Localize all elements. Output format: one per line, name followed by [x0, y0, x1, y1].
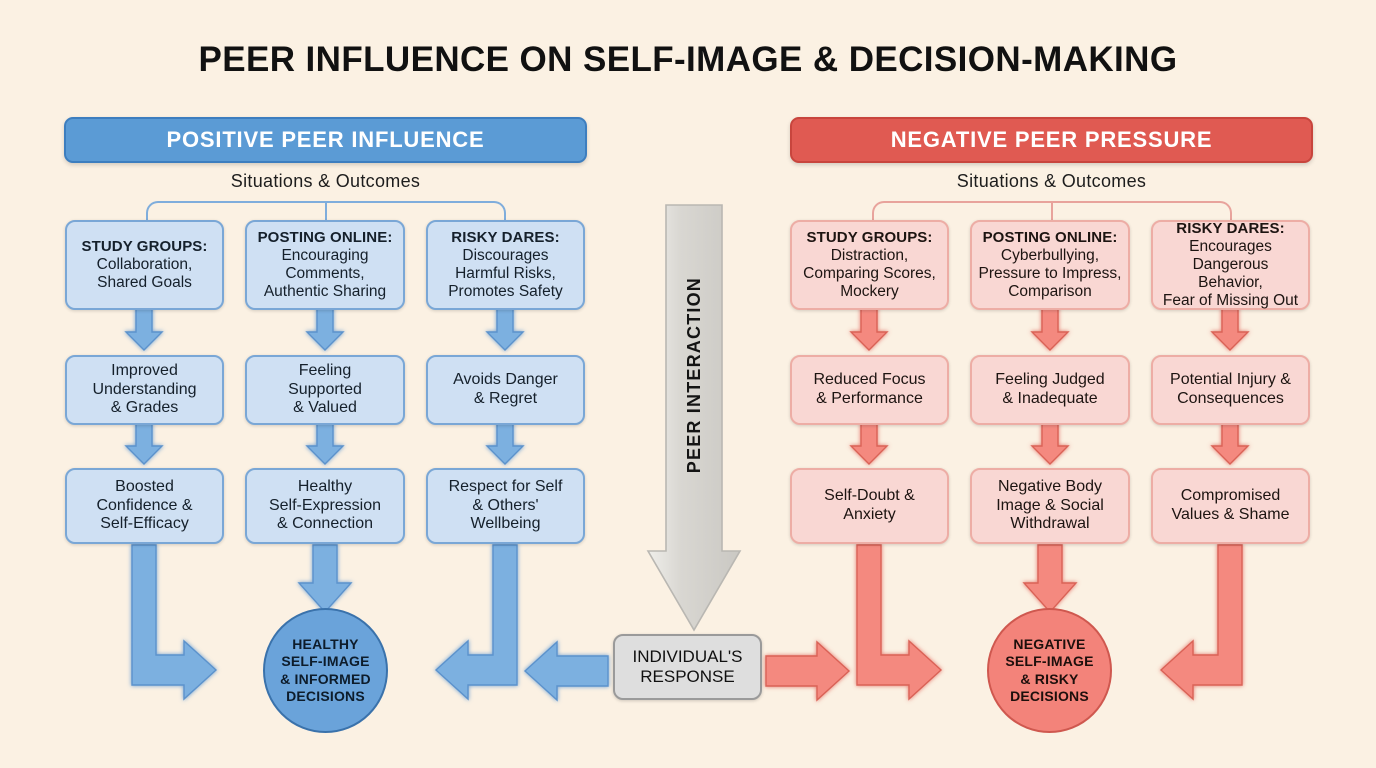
box-body: Reduced Focus & Performance [813, 371, 926, 407]
peer-interaction-arrow [646, 204, 742, 632]
box-heading: STUDY GROUPS: [81, 238, 208, 256]
positive-section-banner: Positive Peer Influence [64, 117, 587, 163]
box-body: Collaboration, Shared Goals [96, 255, 193, 291]
negative-center-to-circle-arrow [1022, 544, 1078, 614]
positive-situation-risky-dares[interactable]: RISKY DARES: Discourages Harmful Risks, … [426, 220, 585, 310]
box-body: Cyberbullying, Pressure to Impress, Comp… [978, 246, 1122, 300]
negative-outcome1-risky-dares[interactable]: Potential Injury & Consequences [1151, 355, 1310, 425]
peer-interaction-label-wrap: Peer Interaction [648, 205, 740, 545]
box-heading: RISKY DARES: [451, 229, 560, 247]
positive-outcome1-risky-dares[interactable]: Avoids Danger & Regret [426, 355, 585, 425]
positive-outcome1-study-groups[interactable]: Improved Understanding & Grades [65, 355, 224, 425]
positive-row2-arrows [124, 423, 525, 465]
negative-section-banner: Negative Peer Pressure [790, 117, 1313, 163]
box-body: Distraction, Comparing Scores, Mockery [803, 246, 936, 300]
box-heading: RISKY DARES: [1176, 220, 1285, 238]
box-body: Negative Body Image & Social Withdrawal [996, 478, 1104, 533]
negative-situation-posting-online[interactable]: POSTING ONLINE: Cyberbullying, Pressure … [970, 220, 1130, 310]
page-title: Peer Influence on Self-Image & Decision-… [198, 40, 1178, 79]
box-heading: POSTING ONLINE: [982, 229, 1118, 247]
positive-outcome2-study-groups[interactable]: Boosted Confidence & Self-Efficacy [65, 468, 224, 544]
response-to-negative-arrow [765, 640, 851, 702]
box-body: Feeling Judged & Inadequate [995, 371, 1105, 407]
positive-outcome1-posting-online[interactable]: Feeling Supported & Valued [245, 355, 405, 425]
box-body: Potential Injury & Consequences [1170, 371, 1291, 407]
negative-situation-risky-dares[interactable]: RISKY DARES: Encourages Dangerous Behavi… [1151, 220, 1310, 310]
positive-situation-study-groups[interactable]: STUDY GROUPS: Collaboration, Shared Goal… [65, 220, 224, 310]
positive-right-elbow-arrow [434, 544, 518, 701]
box-body: Discourages Harmful Risks, Promotes Safe… [448, 246, 563, 300]
negative-result-circle[interactable]: NEGATIVE SELF-IMAGE & RISKY DECISIONS [987, 608, 1112, 733]
positive-situation-posting-online[interactable]: POSTING ONLINE: Encouraging Comments, Au… [245, 220, 405, 310]
positive-left-elbow-arrow [131, 544, 218, 701]
box-body: Improved Understanding & Grades [92, 362, 197, 417]
negative-bracket-stem [1051, 201, 1053, 223]
individual-response-box[interactable]: Individual's Response [613, 634, 762, 700]
negative-situation-study-groups[interactable]: STUDY GROUPS: Distraction, Comparing Sco… [790, 220, 949, 310]
negative-sub-label: Situations & Outcomes [956, 171, 1147, 191]
negative-outcome1-study-groups[interactable]: Reduced Focus & Performance [790, 355, 949, 425]
individual-response-label: Individual's Response [632, 646, 743, 686]
positive-banner-label: Positive Peer Influence [166, 127, 485, 152]
box-body: Feeling Supported & Valued [288, 362, 362, 417]
box-body: Healthy Self-Expression & Connection [268, 478, 382, 533]
positive-center-to-circle-arrow [297, 544, 353, 614]
positive-outcome2-risky-dares[interactable]: Respect for Self & Others' Wellbeing [426, 468, 585, 544]
negative-outcome1-posting-online[interactable]: Feeling Judged & Inadequate [970, 355, 1130, 425]
negative-outcome2-study-groups[interactable]: Self-Doubt & Anxiety [790, 468, 949, 544]
negative-outcome2-posting-online[interactable]: Negative Body Image & Social Withdrawal [970, 468, 1130, 544]
box-body: Encourages Dangerous Behavior, Fear of M… [1162, 237, 1299, 309]
negative-right-elbow-arrow [1159, 544, 1243, 701]
box-body: Self-Doubt & Anxiety [824, 487, 915, 523]
response-to-positive-arrow [523, 640, 609, 702]
negative-row2-arrows [849, 423, 1250, 465]
box-body: Compromised Values & Shame [1171, 487, 1290, 523]
negative-outcome2-risky-dares[interactable]: Compromised Values & Shame [1151, 468, 1310, 544]
box-body: Encouraging Comments, Authentic Sharing [263, 246, 387, 300]
box-heading: POSTING ONLINE: [257, 229, 393, 247]
negative-result-label: NEGATIVE SELF-IMAGE & RISKY DECISIONS [1005, 636, 1094, 704]
positive-outcome2-posting-online[interactable]: Healthy Self-Expression & Connection [245, 468, 405, 544]
positive-result-label: HEALTHY SELF-IMAGE & INFORMED DECISIONS [280, 636, 371, 704]
box-body: Respect for Self & Others' Wellbeing [448, 478, 563, 533]
positive-result-circle[interactable]: HEALTHY SELF-IMAGE & INFORMED DECISIONS [263, 608, 388, 733]
box-body: Boosted Confidence & Self-Efficacy [96, 478, 193, 533]
negative-row1-arrows [849, 307, 1250, 351]
positive-bracket-stem [325, 201, 327, 223]
box-body: Avoids Danger & Regret [453, 371, 558, 407]
positive-sub-label: Situations & Outcomes [230, 171, 421, 191]
peer-interaction-label: Peer Interaction [683, 276, 704, 474]
box-heading: STUDY GROUPS: [806, 229, 933, 247]
positive-row1-arrows [124, 307, 525, 351]
negative-banner-label: Negative Peer Pressure [890, 127, 1213, 152]
negative-left-elbow-arrow [856, 544, 943, 701]
